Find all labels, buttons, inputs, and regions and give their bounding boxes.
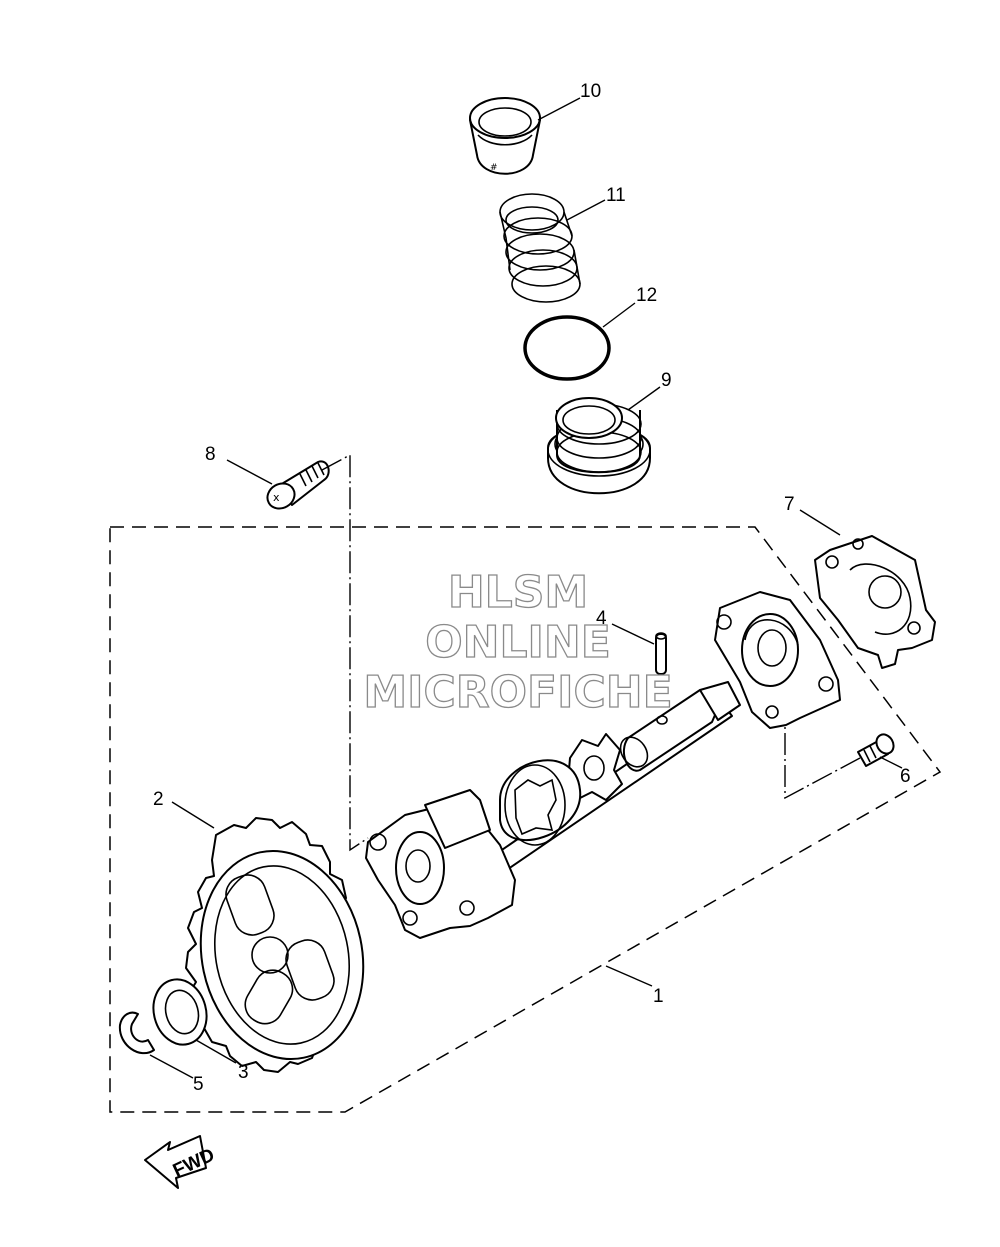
part-7-gasket (814, 535, 936, 669)
callout-11: 11 (606, 185, 626, 206)
svg-text:#: # (490, 163, 498, 173)
callout-8: 8 (205, 444, 216, 465)
callout-12: 12 (636, 285, 657, 306)
bolt-6-centerline (784, 715, 861, 800)
callout-3: 3 (238, 1062, 249, 1083)
part-2-sprocket (185, 817, 365, 1073)
part-12-o-ring (523, 315, 611, 381)
callout-4: 4 (596, 608, 607, 629)
watermark-line-3: MICROFICHE (363, 667, 672, 718)
part-10-cap: # (469, 97, 541, 175)
callout-6: 6 (900, 766, 911, 787)
outer-rotor (499, 759, 582, 846)
watermark-line-1: HLSM (448, 567, 588, 618)
part-5-circlip (118, 1011, 155, 1055)
watermark: HLSM ONLINE MICROFICHE (363, 566, 674, 718)
assembly-boundary (109, 526, 942, 1113)
part-4-pin (655, 632, 667, 675)
screw-8-centerline (321, 453, 369, 852)
watermark-line-2: ONLINE (425, 617, 611, 668)
pump-cover-plate (714, 591, 841, 729)
part-9-threaded-plug (547, 397, 651, 495)
callout-1: 1 (653, 986, 664, 1007)
callout-7: 7 (784, 494, 795, 515)
callout-2: 2 (153, 789, 164, 810)
pump-body (365, 789, 516, 939)
leader-lines (149, 97, 903, 1079)
callout-5: 5 (193, 1074, 204, 1095)
callout-9: 9 (661, 370, 672, 391)
part-3-washer (152, 978, 208, 1046)
part-6-bolt (857, 733, 895, 767)
fwd-arrow-icon: FWD (144, 1135, 218, 1189)
part-8-screw: x (266, 460, 330, 510)
callout-labels: 10 11 12 9 8 7 4 2 6 1 3 5 (153, 81, 911, 1095)
part-11-spring (499, 193, 581, 303)
svg-text:x: x (273, 491, 280, 504)
callout-10: 10 (580, 81, 601, 102)
